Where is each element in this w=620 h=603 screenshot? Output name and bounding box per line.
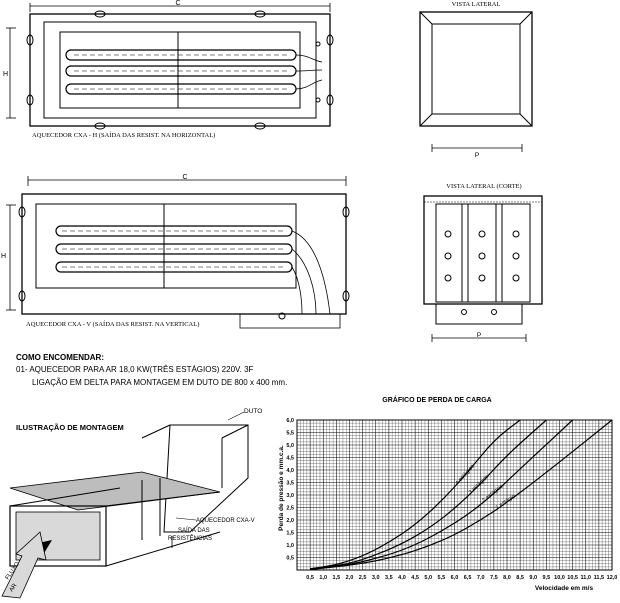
chart-x-ticks: 0,5 1,0 1,5 2,0 2,5 3,0 3,5 4,0 4,5 5,0 5,5 6,0 6,5 7… bbox=[306, 575, 617, 581]
chart-title: GRÁFICO DE PERDA DE CARGA bbox=[382, 395, 491, 404]
mid-dim-h: H bbox=[1, 253, 6, 260]
y-tick-label: 5,0 bbox=[286, 443, 294, 449]
x-tick-label: 6,0 bbox=[451, 575, 459, 581]
y-tick-label: 2,0 bbox=[286, 518, 294, 524]
top-dim-h: H bbox=[3, 71, 8, 78]
flow-label-2: AR bbox=[9, 582, 19, 593]
mid-front-view: C H AQUECEDOR CXA - V (SAÍDA DAS RESIST.… bbox=[1, 174, 350, 329]
mid-side-title: VISTA LATERAL (CORTE) bbox=[446, 183, 521, 190]
y-tick-label: 3,5 bbox=[286, 481, 294, 487]
y-tick-label: 4,5 bbox=[286, 456, 294, 462]
x-tick-label: 6,5 bbox=[464, 575, 472, 581]
chart-y-ticks: 0,5 1,0 1,5 2,0 2,5 3,0 3,5 4,0 4,5 5,0 5,5 6,0 bbox=[286, 418, 294, 562]
x-tick-label: 9,5 bbox=[543, 575, 551, 581]
y-tick-label: 5,5 bbox=[286, 431, 294, 437]
duct-label: DUTO bbox=[244, 408, 262, 415]
top-side-title: VISTA LATERAL bbox=[452, 1, 501, 8]
x-tick-label: 9,0 bbox=[529, 575, 537, 581]
heater-label: AQUECEDOR CXA-V bbox=[196, 518, 255, 524]
x-tick-label: 8,5 bbox=[516, 575, 524, 581]
mid-dim-c: C bbox=[182, 174, 187, 181]
x-tick-label: 10,5 bbox=[567, 575, 578, 581]
x-tick-label: 4,5 bbox=[411, 575, 419, 581]
x-tick-label: 5,5 bbox=[438, 575, 446, 581]
x-tick-label: 1,5 bbox=[333, 575, 341, 581]
y-tick-label: 3,0 bbox=[286, 493, 294, 499]
top-caption: AQUECEDOR CXA - H (SAÍDA DAS RESIST. NA … bbox=[32, 131, 215, 139]
x-tick-label: 8,0 bbox=[503, 575, 511, 581]
mounting-title: ILUSTRAÇÃO DE MONTAGEM bbox=[16, 423, 124, 432]
top-heater-tubes bbox=[65, 49, 297, 95]
top-dim-c: C bbox=[175, 0, 180, 7]
series-label-4: 1 estágio bbox=[495, 494, 517, 511]
order-title: COMO ENCOMENDAR: bbox=[16, 353, 104, 362]
x-tick-label: 10,0 bbox=[554, 575, 565, 581]
top-front-view: C H AQUECEDOR CXA - H (SAÍDA DAS RESIST.… bbox=[3, 0, 334, 139]
mid-side-view: VISTA LATERAL (CORTE) P bbox=[423, 183, 543, 342]
y-tick-label: 2,5 bbox=[286, 506, 294, 512]
x-tick-label: 0,5 bbox=[306, 575, 314, 581]
x-tick-label: 7,0 bbox=[477, 575, 485, 581]
mid-heater-tubes bbox=[55, 225, 293, 273]
x-tick-label: 7,5 bbox=[490, 575, 498, 581]
x-tick-label: 5,0 bbox=[424, 575, 432, 581]
y-tick-label: 4,0 bbox=[286, 468, 294, 474]
order-line-1: 01- AQUECEDOR PARA AR 18,0 KW(TRÊS ESTÁG… bbox=[16, 365, 254, 374]
y-tick-label: 1,0 bbox=[286, 543, 294, 549]
chart-grid bbox=[296, 419, 613, 571]
outlet-label-1: SAÍDA DAS bbox=[178, 527, 210, 534]
x-tick-label: 12,0 bbox=[607, 575, 618, 581]
x-tick-label: 1,0 bbox=[319, 575, 327, 581]
mid-side-terminals bbox=[444, 230, 520, 282]
y-tick-label: 1,5 bbox=[286, 531, 294, 537]
top-dim-p: P bbox=[475, 152, 479, 159]
x-tick-label: 11,5 bbox=[594, 575, 604, 581]
order-block: COMO ENCOMENDAR: 01- AQUECEDOR PARA AR 1… bbox=[16, 353, 287, 387]
mid-caption: AQUECEDOR CXA - V (SAÍDA DAS RESIST. NA … bbox=[26, 320, 199, 328]
y-tick-label: 0,5 bbox=[286, 556, 294, 562]
x-tick-label: 3,5 bbox=[385, 575, 393, 581]
x-tick-label: 4,0 bbox=[398, 575, 406, 581]
mid-dim-p: P bbox=[477, 332, 481, 339]
chart-x-label: Velocidade em m/s bbox=[535, 585, 594, 592]
outlet-label-2: RESISTÊNCIAS bbox=[168, 534, 212, 542]
top-side-view: VISTA LATERAL P bbox=[419, 1, 533, 159]
x-tick-label: 2,0 bbox=[346, 575, 354, 581]
chart-frame bbox=[296, 419, 613, 571]
chart-axes bbox=[296, 419, 613, 571]
x-tick-label: 3,0 bbox=[372, 575, 380, 581]
series-line-2 bbox=[310, 419, 547, 570]
order-line-2: LIGAÇÃO EM DELTA PARA MONTAGEM EM DUTO D… bbox=[32, 378, 287, 387]
chart-y-label: Perda de pressão e mm.c.a. bbox=[278, 445, 285, 531]
series-line-4 bbox=[310, 419, 613, 571]
x-tick-label: 11,0 bbox=[581, 575, 591, 581]
series-line-1 bbox=[310, 419, 521, 570]
mounting-illustration: ILUSTRAÇÃO DE MONTAGEM DUTO AQUECEDOR CX… bbox=[1, 408, 262, 599]
series-label-2: 3 estágios bbox=[468, 474, 490, 496]
y-tick-label: 6,0 bbox=[286, 418, 294, 424]
x-tick-label: 2,5 bbox=[359, 575, 367, 581]
